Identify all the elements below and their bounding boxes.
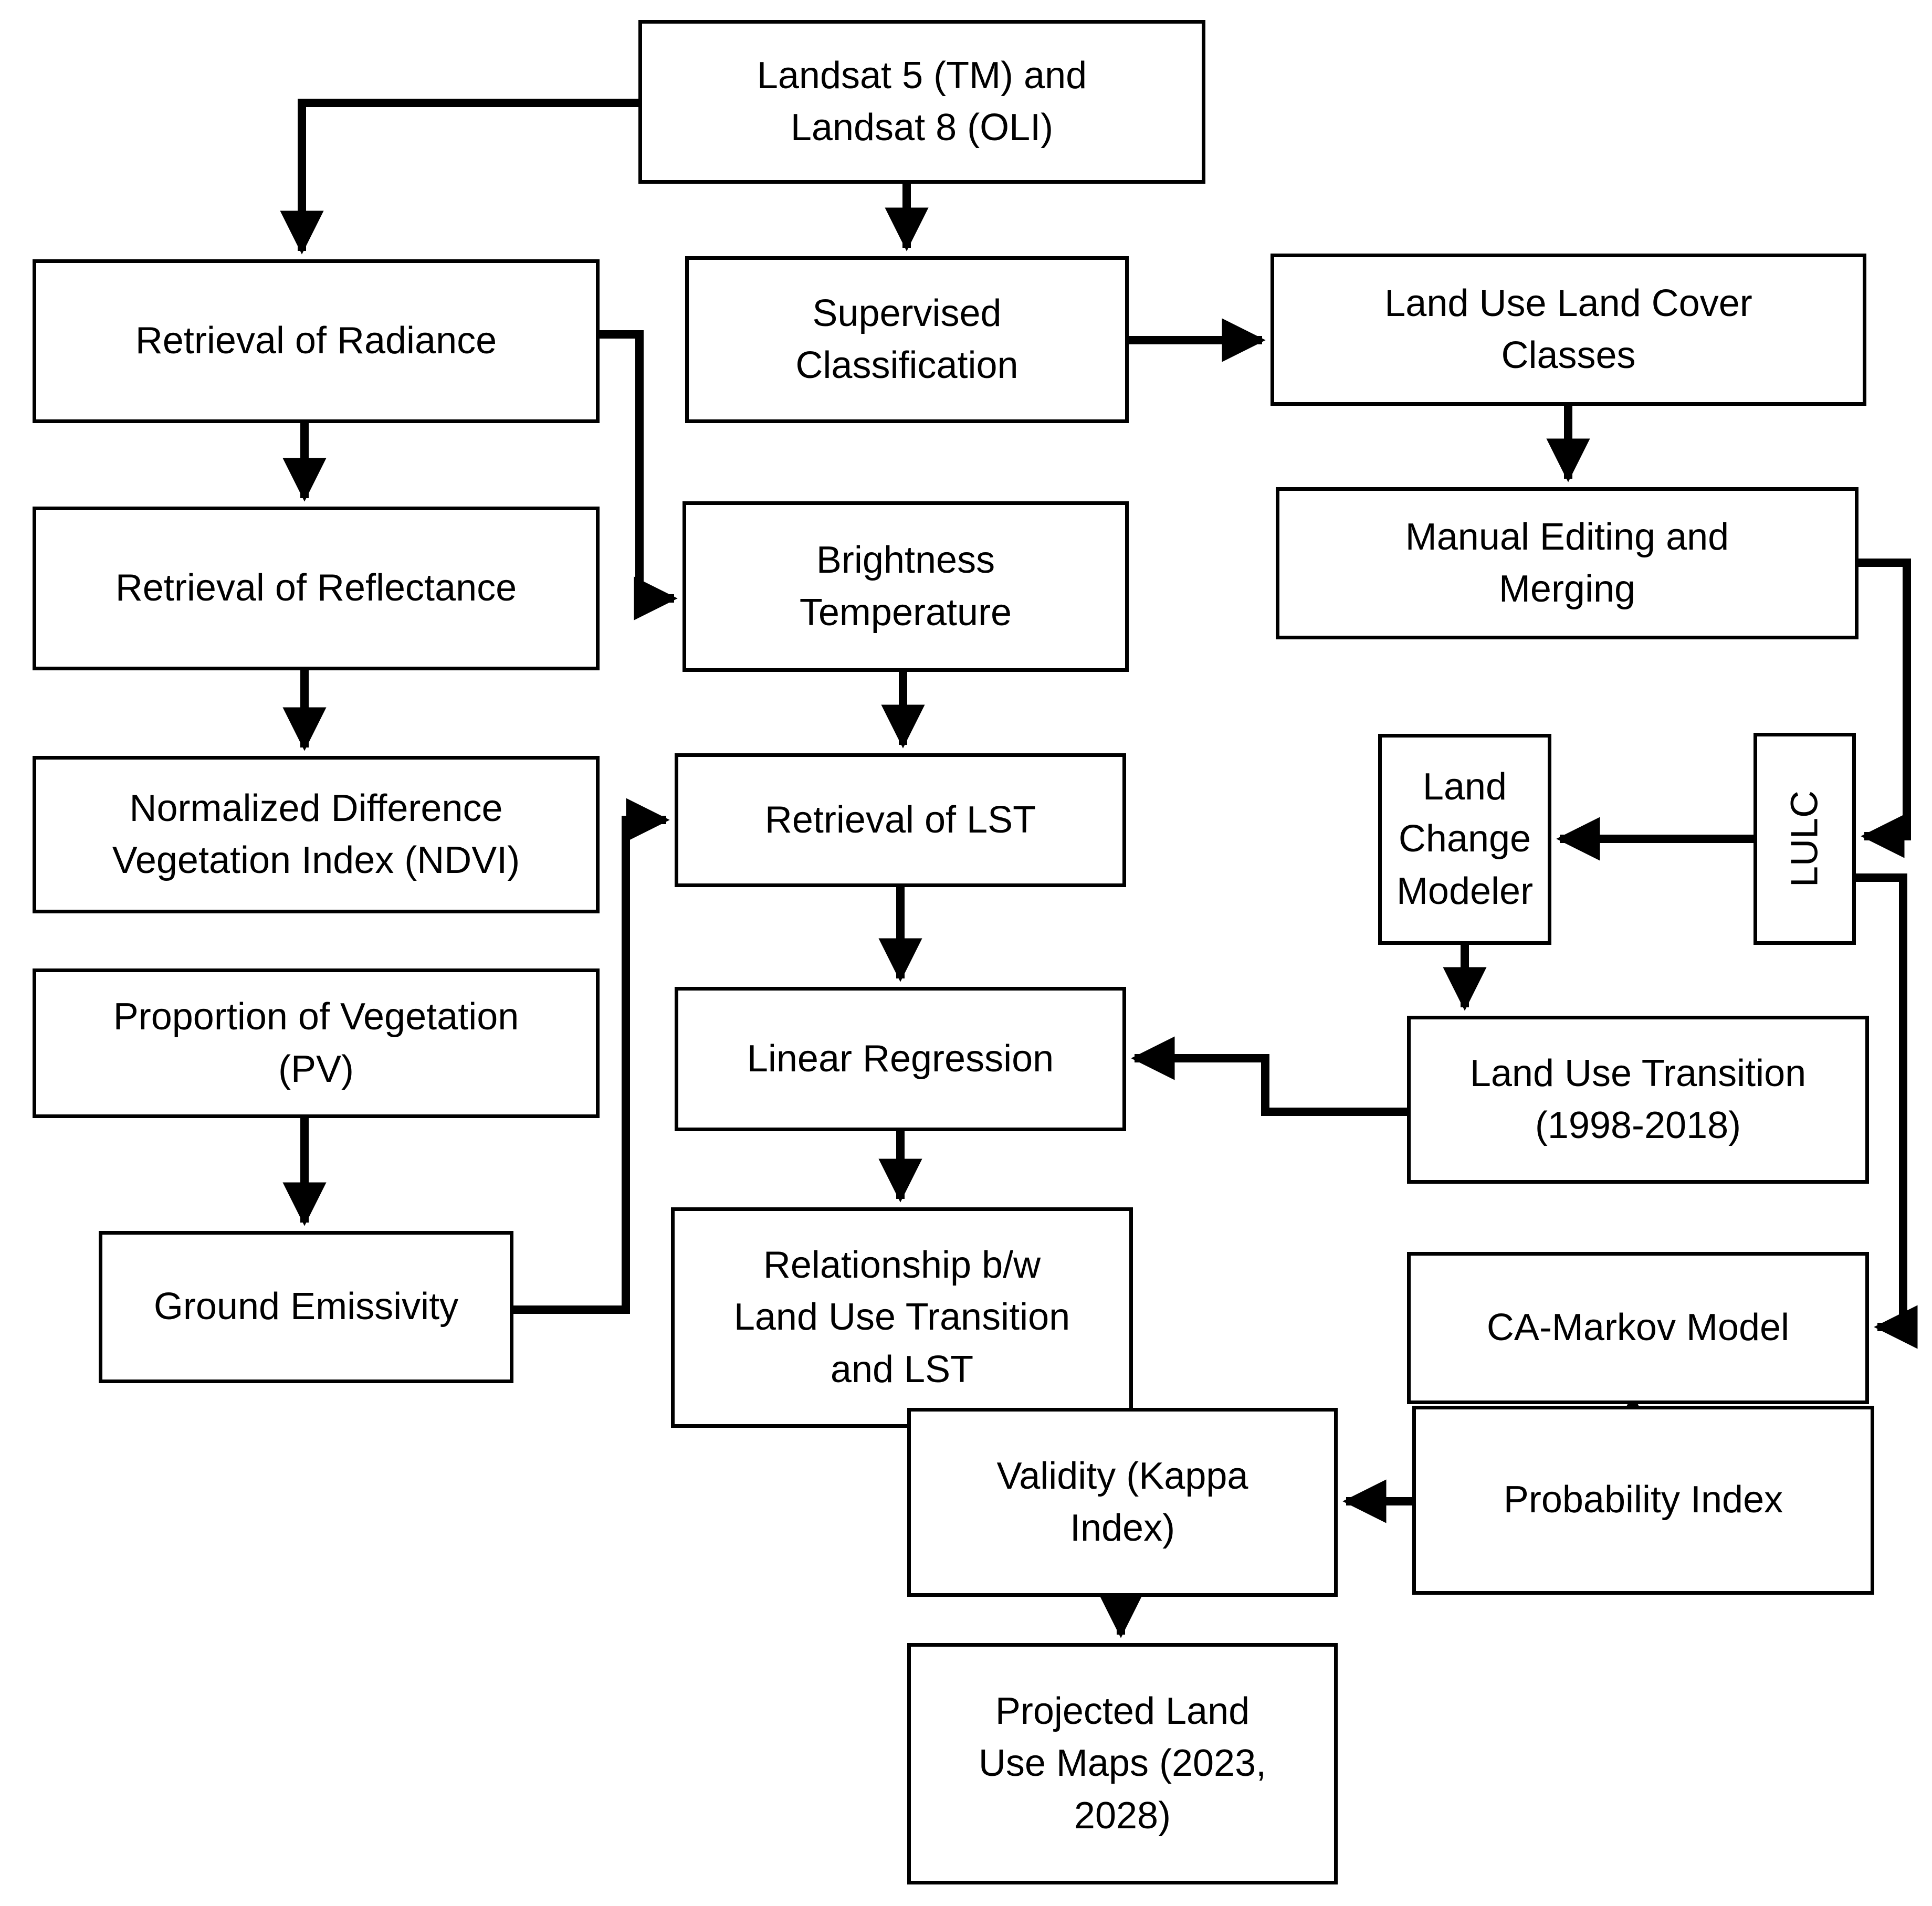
node-label-reflectance: Retrieval of Reflectance — [115, 567, 517, 609]
edge-manualedit-lulc — [1858, 559, 1911, 858]
node-label-pv: Proportion of Vegetation (PV) — [113, 996, 519, 1090]
node-radiance[interactable]: Retrieval of Radiance — [33, 259, 600, 423]
node-lutrans[interactable]: Land Use Transition (1998-2018) — [1407, 1016, 1869, 1184]
node-relationship[interactable]: Relationship b/w Land Use Transition and… — [671, 1207, 1133, 1428]
node-label-supervised: Supervised Classification — [795, 292, 1018, 386]
node-projected[interactable]: Projected Land Use Maps (2023, 2028) — [907, 1643, 1338, 1884]
node-label-lst: Retrieval of LST — [764, 798, 1036, 841]
edge-emissivity-lst — [513, 798, 670, 1314]
edge-lulc-camarkov — [1856, 873, 1918, 1349]
node-lulcclasses[interactable]: Land Use Land Cover Classes — [1270, 254, 1866, 406]
node-label-relationship: Relationship b/w Land Use Transition and… — [733, 1244, 1070, 1391]
node-label-linreg: Linear Regression — [747, 1037, 1054, 1080]
node-label-lulcclasses: Land Use Land Cover Classes — [1384, 282, 1752, 376]
node-label-brightness: Brightness Temperature — [799, 539, 1012, 634]
node-manualedit[interactable]: Manual Editing and Merging — [1276, 487, 1858, 639]
node-label-radiance: Retrieval of Radiance — [135, 320, 497, 362]
node-label-landsat: Landsat 5 (TM) and Landsat 8 (OLI) — [757, 54, 1087, 149]
node-lst[interactable]: Retrieval of LST — [675, 753, 1126, 887]
node-label-camarkov: CA-Markov Model — [1486, 1307, 1790, 1349]
node-ndvi[interactable]: Normalized Difference Vegetation Index (… — [33, 756, 600, 913]
node-label-lulc: LULC — [1783, 790, 1826, 888]
node-label-lutrans: Land Use Transition (1998-2018) — [1469, 1052, 1807, 1146]
node-supervised[interactable]: Supervised Classification — [685, 256, 1129, 423]
node-label-emissivity: Ground Emissivity — [153, 1286, 459, 1328]
edge-lutrans-linreg — [1131, 1036, 1407, 1116]
node-label-lcm: Land Change Modeler — [1396, 765, 1534, 912]
edge-landsat-radiance — [280, 99, 638, 255]
node-label-validity: Validity (Kappa Index) — [996, 1455, 1248, 1549]
node-label-ndvi: Normalized Difference Vegetation Index (… — [112, 787, 520, 881]
node-label-manualedit: Manual Editing and Merging — [1405, 515, 1729, 610]
node-camarkov[interactable]: CA-Markov Model — [1407, 1252, 1869, 1404]
node-probindex[interactable]: Probability Index — [1412, 1406, 1874, 1595]
node-lcm[interactable]: Land Change Modeler — [1378, 734, 1551, 945]
node-linreg[interactable]: Linear Regression — [675, 987, 1126, 1131]
node-label-probindex: Probability Index — [1503, 1479, 1783, 1521]
edge-radiance-brightness — [600, 330, 678, 620]
node-emissivity[interactable]: Ground Emissivity — [99, 1231, 513, 1383]
node-validity[interactable]: Validity (Kappa Index) — [907, 1408, 1338, 1597]
node-landsat[interactable]: Landsat 5 (TM) and Landsat 8 (OLI) — [638, 20, 1205, 184]
node-brightness[interactable]: Brightness Temperature — [682, 501, 1129, 672]
node-pv[interactable]: Proportion of Vegetation (PV) — [33, 968, 600, 1118]
node-lulc[interactable]: LULC — [1754, 733, 1856, 945]
node-reflectance[interactable]: Retrieval of Reflectance — [33, 507, 600, 670]
node-label-projected: Projected Land Use Maps (2023, 2028) — [978, 1690, 1267, 1837]
